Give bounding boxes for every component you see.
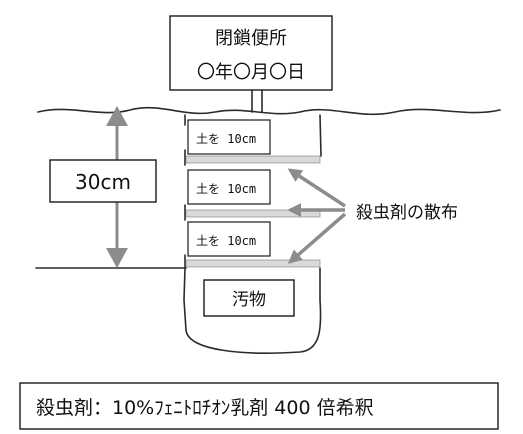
- soil-layer-3: [187, 221, 271, 257]
- depth-label-box: [49, 159, 157, 203]
- waste-label: 汚物: [232, 290, 266, 310]
- sign-frame: [169, 15, 333, 91]
- spray-arrow-3: [287, 212, 347, 264]
- soil-layer-1-label: 土を 10cm: [196, 132, 256, 146]
- ground-surface-line: [37, 106, 501, 116]
- spray-label: 殺虫剤の散布: [356, 203, 458, 223]
- note-text: 殺虫剤：10%ﾌｪﾆﾄﾛﾁｵﾝ乳剤 400 倍希釈: [36, 397, 374, 419]
- sign-title: 閉鎖便所: [215, 28, 287, 49]
- depth-dimension: 30cm: [49, 106, 157, 268]
- soil-layer-1: [187, 119, 271, 155]
- soil-layer-3-label: 土を 10cm: [196, 234, 256, 248]
- spray-arrow-1: [287, 168, 346, 208]
- soil-layer-2-label: 土を 10cm: [196, 182, 256, 196]
- spray-band-3: [185, 259, 321, 268]
- waste-label-box: [203, 279, 295, 317]
- insecticide-bands: [185, 155, 321, 268]
- sign-date: 〇年〇月〇日: [197, 62, 305, 83]
- sign-post: [251, 89, 263, 113]
- depth-arrowhead-top: [106, 106, 128, 126]
- spray-band-2: [185, 209, 321, 218]
- depth-label: 30cm: [75, 170, 131, 194]
- soil-layer-2: [187, 169, 271, 205]
- insecticide-arrows: 殺虫剤の散布: [287, 168, 458, 264]
- closed-toilet-sign: 閉鎖便所 〇年〇月〇日: [169, 15, 333, 91]
- pit-outline: [183, 114, 322, 354]
- soil-layers: 土を 10cm 土を 10cm 土を 10cm: [187, 119, 271, 257]
- waste: 汚物: [203, 279, 295, 317]
- depth-arrowhead-bottom: [106, 248, 128, 268]
- note-frame: [19, 382, 499, 430]
- insecticide-note: 殺虫剤：10%ﾌｪﾆﾄﾛﾁｵﾝ乳剤 400 倍希釈: [19, 382, 499, 430]
- spray-band-1: [185, 155, 321, 164]
